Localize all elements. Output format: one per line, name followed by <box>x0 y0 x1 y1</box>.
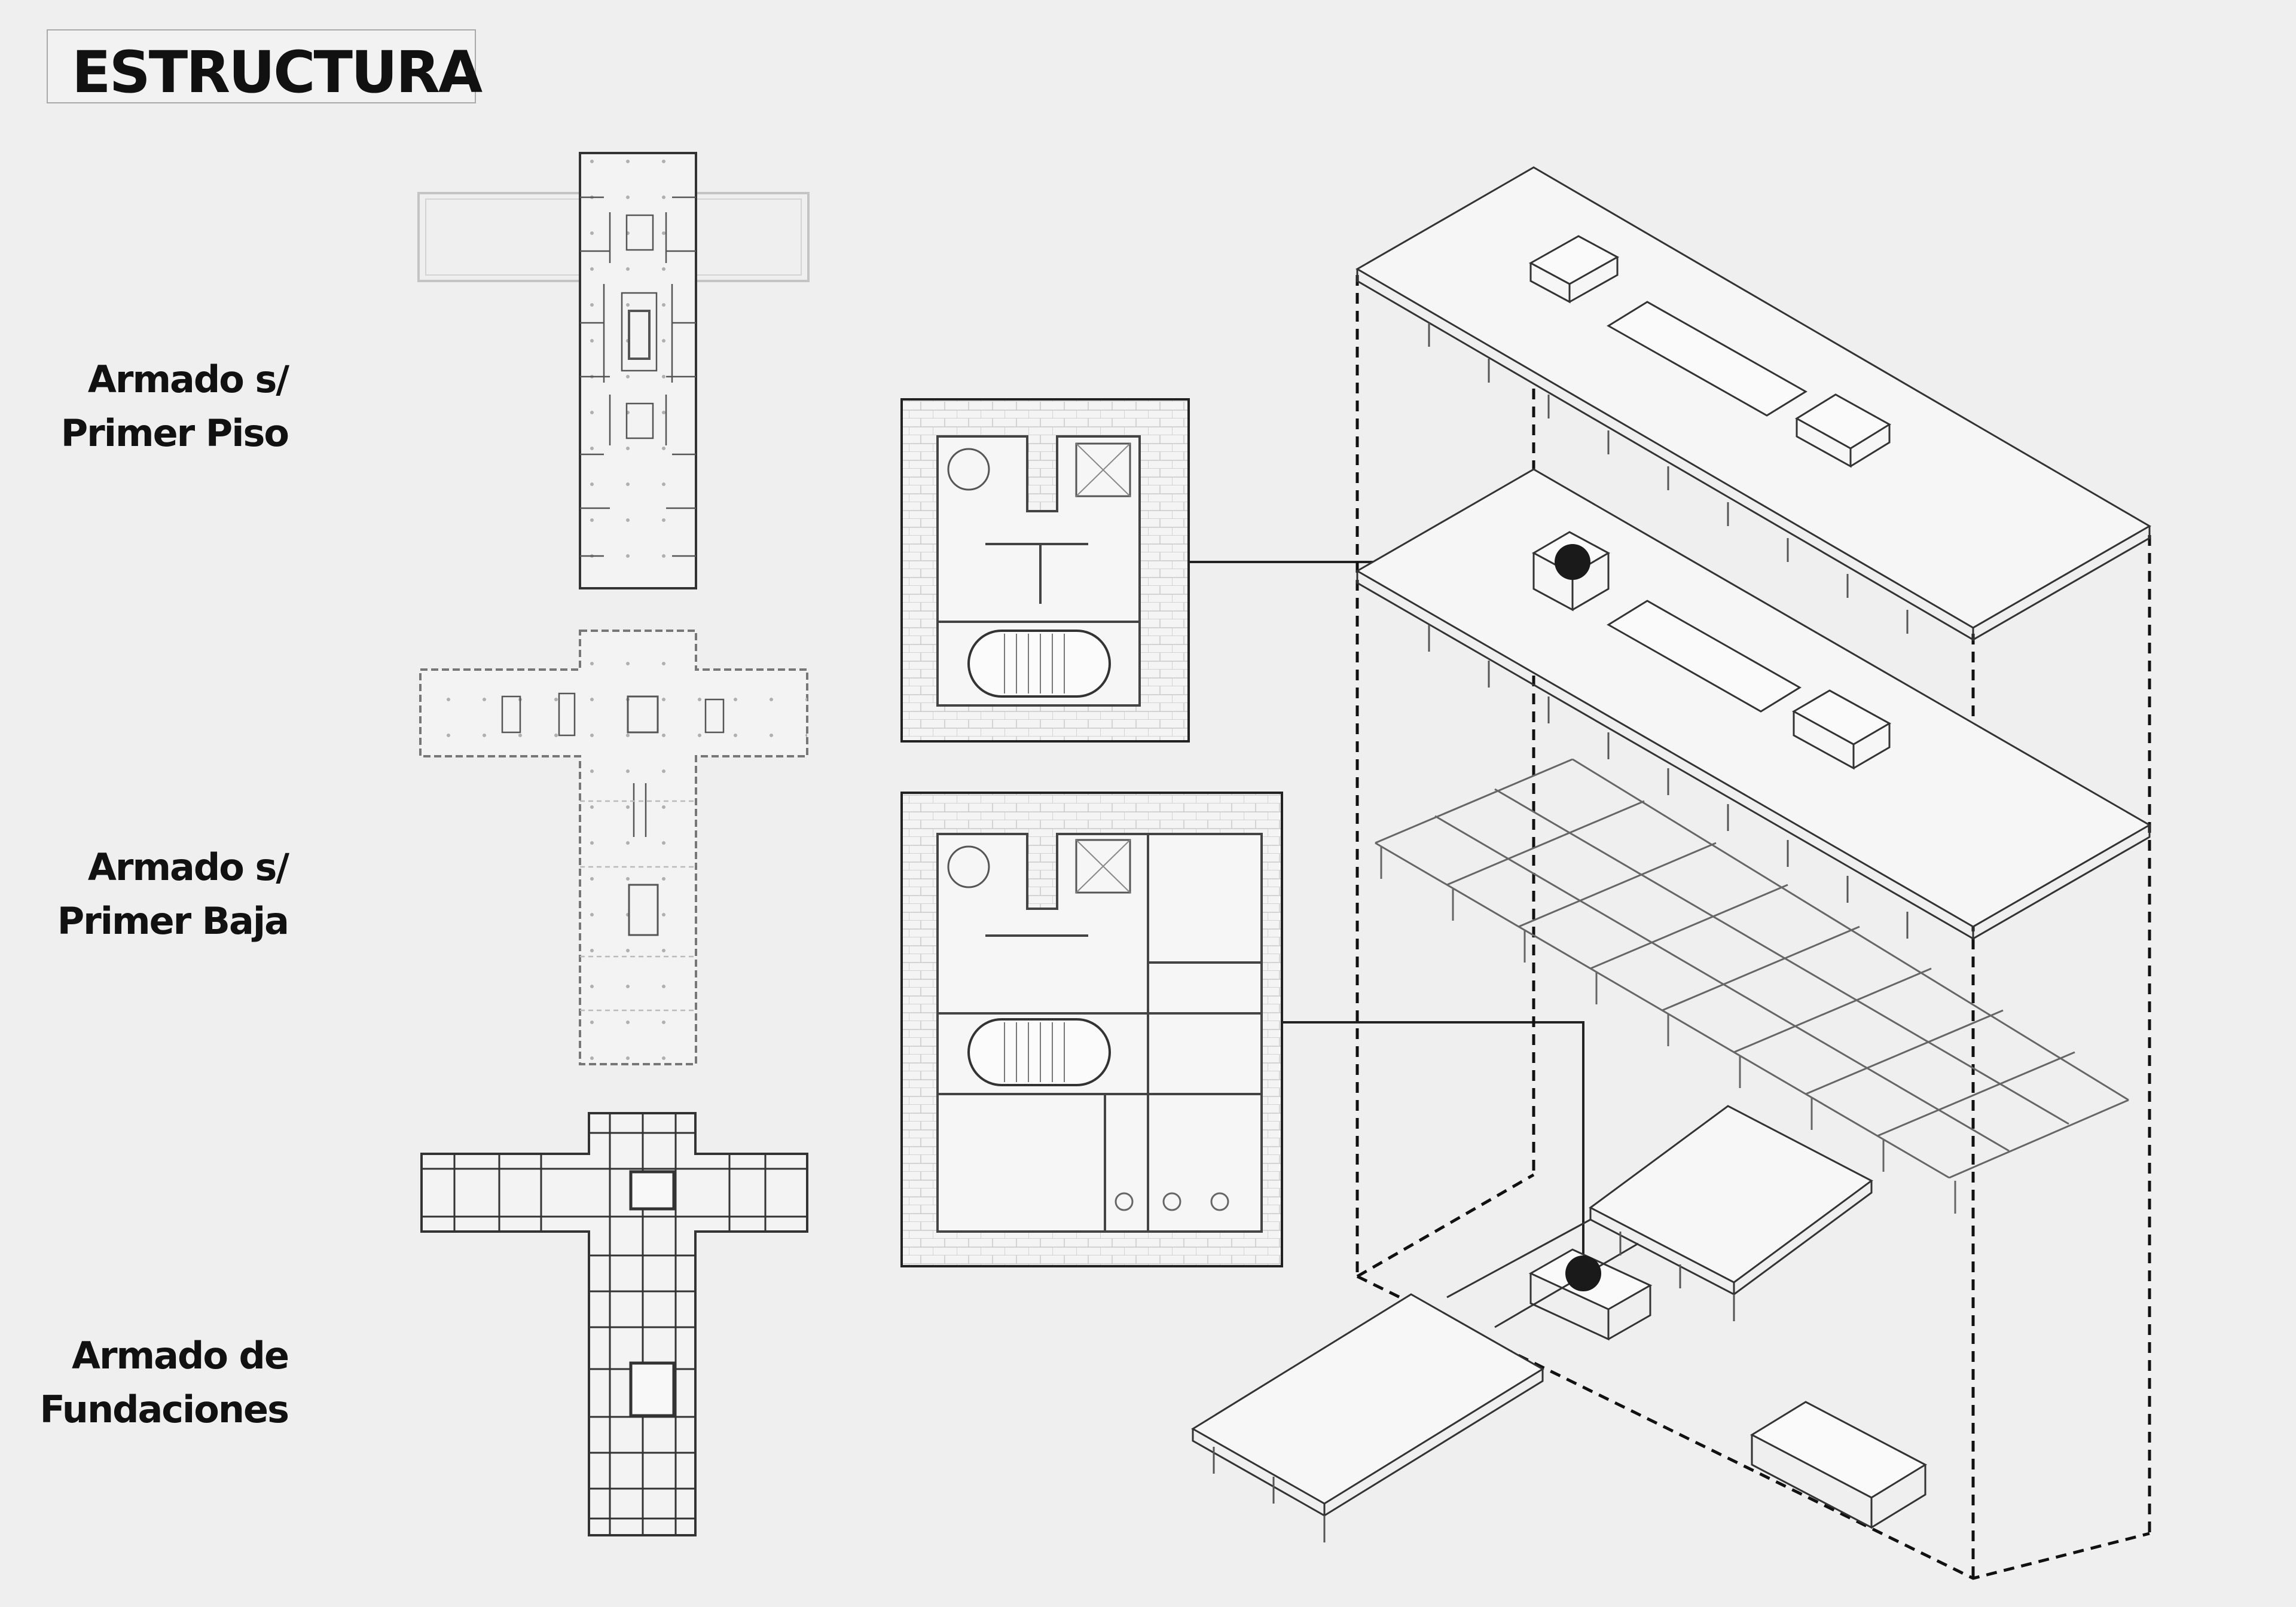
label-ground-floor-line2: Primer Baja <box>57 899 289 943</box>
plan-first-floor <box>417 152 810 589</box>
page-title: ESTRUCTURA <box>72 39 483 106</box>
marker-first-floor <box>1555 544 1590 580</box>
roof-slab <box>1355 166 2151 641</box>
plan-foundations <box>420 1112 808 1536</box>
detail-plan-lower <box>900 792 1283 1267</box>
beam-grid <box>1375 758 2129 1214</box>
marker-ground-floor <box>1565 1255 1601 1291</box>
ground-floor-slabs <box>1191 1105 1928 1529</box>
label-first-floor-line1: Armado s/ <box>87 358 289 401</box>
plan-ground-floor <box>419 630 808 1065</box>
detail-plan-upper <box>900 398 1190 743</box>
label-foundations: Armado de Fundaciones <box>39 1329 289 1437</box>
label-foundations-line1: Armado de <box>72 1334 289 1377</box>
label-foundations-line2: Fundaciones <box>39 1388 289 1431</box>
first-floor-slab <box>1355 468 2152 940</box>
label-ground-floor: Armado s/ Primer Baja <box>57 841 289 948</box>
axonometric-view <box>1191 166 2152 1580</box>
label-first-floor-line2: Primer Piso <box>60 411 289 455</box>
title-box: ESTRUCTURA <box>47 29 483 106</box>
label-ground-floor-line1: Armado s/ <box>87 845 289 889</box>
detail-markers <box>1555 544 1601 1291</box>
label-first-floor: Armado s/ Primer Piso <box>60 353 289 460</box>
